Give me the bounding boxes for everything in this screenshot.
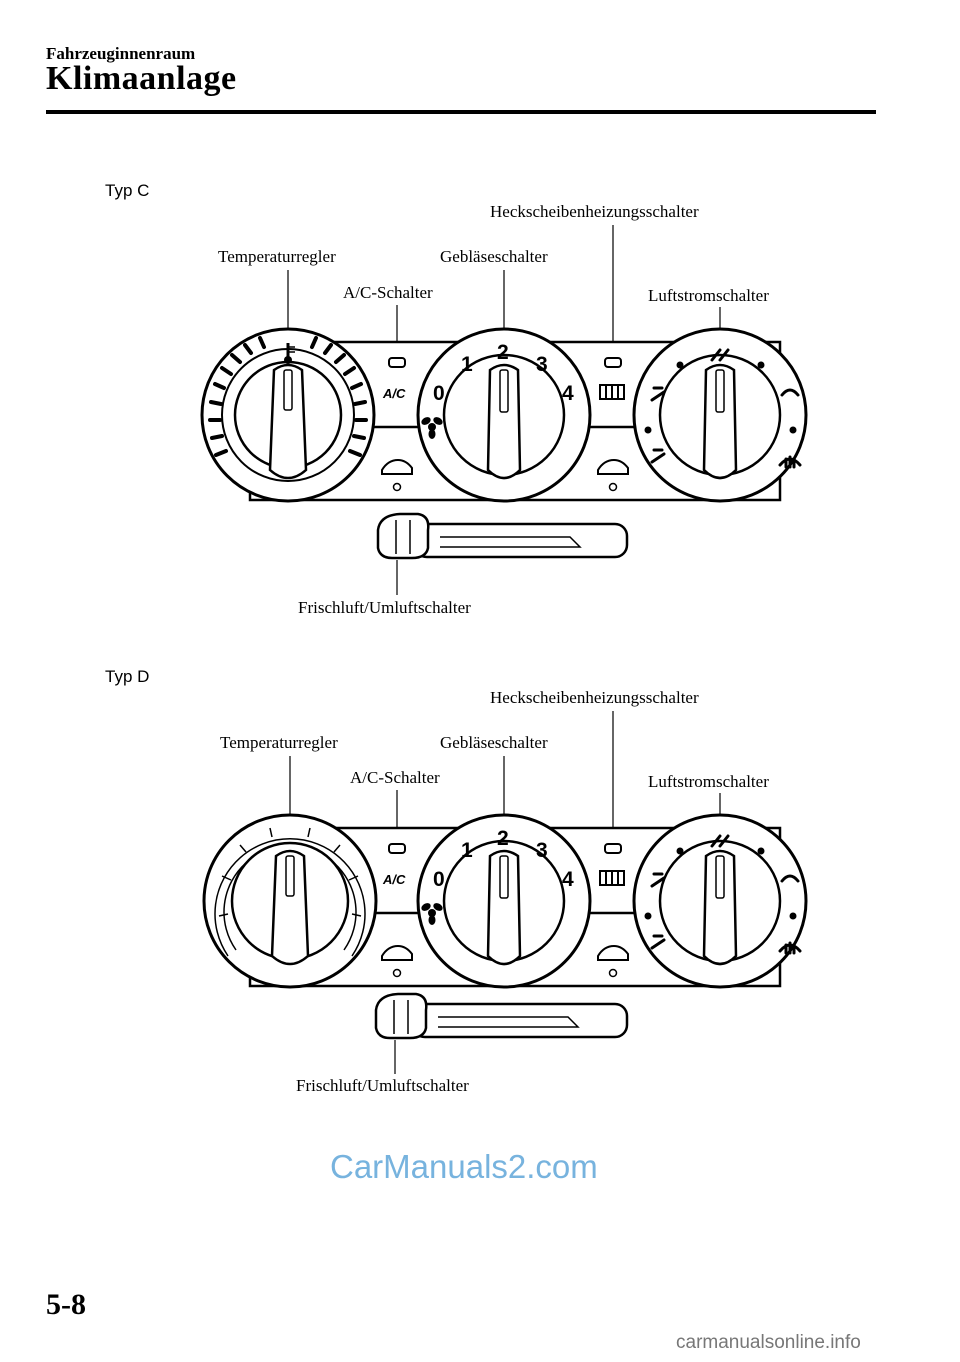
fan-speed-knob[interactable] <box>416 327 592 503</box>
temperature-knob[interactable] <box>200 327 376 503</box>
label-fan: Gebläseschalter <box>440 733 548 752</box>
label-fan: Gebläseschalter <box>440 247 548 266</box>
label-temperature: Temperaturregler <box>218 247 336 266</box>
type-label: Typ C <box>105 181 149 200</box>
ac-button[interactable]: A/C <box>382 386 406 401</box>
section-heading: Fahrzeuginnenraum <box>46 44 196 63</box>
car-fresh-air-icon <box>597 458 629 475</box>
car-recirc-icon <box>381 944 413 961</box>
vent-bilevel-icon <box>650 386 666 402</box>
fan-icon <box>421 903 443 925</box>
fan-speed-3: 3 <box>536 839 548 862</box>
label-ac: A/C-Schalter <box>343 283 433 302</box>
fan-speed-2: 2 <box>497 341 509 364</box>
label-recirc: Frischluft/Umluftschalter <box>296 1076 469 1095</box>
recirc-lever[interactable] <box>376 512 629 560</box>
vent-floor-icon <box>650 934 666 950</box>
label-temperature: Temperaturregler <box>220 733 338 752</box>
label-rear-defroster: Heckscheibenheizungsschalter <box>490 688 699 707</box>
climate-panel-typ-c: Typ C Heckscheibenheizungsschalter Tempe… <box>105 181 808 617</box>
rear-defroster-indicator-light <box>604 843 622 854</box>
fan-speed-0: 0 <box>433 868 445 891</box>
label-airflow: Luftstromschalter <box>648 286 769 305</box>
vent-face-icon <box>710 348 730 362</box>
fan-speed-1: 1 <box>461 353 473 376</box>
diagram-typ-c: Typ C Heckscheibenheizungsschalter Tempe… <box>0 170 960 630</box>
fan-speed-4: 4 <box>562 382 574 405</box>
fan-speed-0: 0 <box>433 382 445 405</box>
footer-site-link[interactable]: carmanualsonline.info <box>676 1332 861 1353</box>
car-fresh-air-icon <box>597 944 629 961</box>
airflow-mode-dots <box>644 361 797 434</box>
airflow-mode-knob[interactable] <box>632 813 808 989</box>
page-title: Klimaanlage <box>46 60 237 97</box>
rear-defroster-icon[interactable] <box>599 384 625 400</box>
fan-speed-knob[interactable] <box>416 813 592 989</box>
rear-defroster-icon[interactable] <box>599 870 625 886</box>
label-rear-defroster: Heckscheibenheizungsschalter <box>490 202 699 221</box>
temperature-scale-icon <box>208 336 368 457</box>
fan-speed-3: 3 <box>536 353 548 376</box>
vent-floor-defrost-icon <box>780 874 800 883</box>
ac-button[interactable]: A/C <box>382 872 406 887</box>
fan-speed-1: 1 <box>461 839 473 862</box>
vent-floor-defrost-icon <box>780 388 800 397</box>
fan-speed-4: 4 <box>562 868 574 891</box>
label-recirc: Frischluft/Umluftschalter <box>298 598 471 617</box>
label-ac: A/C-Schalter <box>350 768 440 787</box>
airflow-mode-dots <box>644 847 797 920</box>
header-divider <box>46 110 876 114</box>
temperature-scale-segments <box>218 827 362 917</box>
type-label: Typ D <box>105 667 149 686</box>
diagram-typ-d: Typ D Heckscheibenheizungsschalter Tempe… <box>0 656 960 1116</box>
vent-bilevel-icon <box>650 872 666 888</box>
climate-panel-typ-d: Typ D Heckscheibenheizungsschalter Tempe… <box>105 667 808 1095</box>
vent-face-icon <box>710 834 730 848</box>
vent-floor-icon <box>650 448 666 464</box>
airflow-mode-knob[interactable] <box>632 327 808 503</box>
ac-indicator-light <box>388 843 406 854</box>
ac-indicator-light <box>388 357 406 368</box>
temperature-knob[interactable] <box>202 813 378 989</box>
windshield-defrost-icon <box>778 941 802 955</box>
rear-defroster-indicator-light <box>604 357 622 368</box>
car-recirc-icon <box>381 458 413 475</box>
recirc-lever[interactable] <box>374 992 629 1040</box>
watermark: CarManuals2.com <box>330 1148 598 1185</box>
windshield-defrost-icon <box>778 455 802 469</box>
fan-icon <box>421 417 443 439</box>
label-airflow: Luftstromschalter <box>648 772 769 791</box>
page-number: 5-8 <box>46 1288 86 1321</box>
fan-speed-2: 2 <box>497 827 509 850</box>
